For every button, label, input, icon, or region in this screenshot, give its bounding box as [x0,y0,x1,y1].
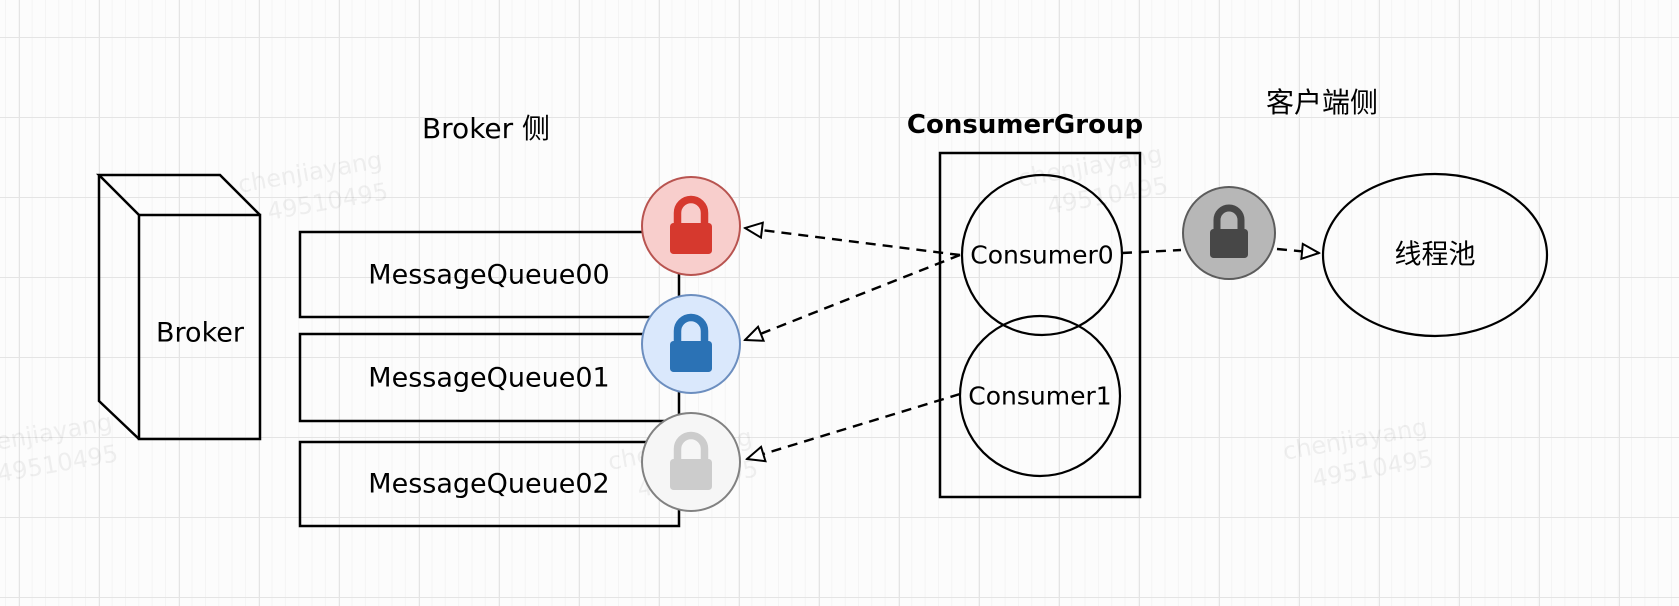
consumer1-circle [958,314,1122,478]
consumer1-label: Consumer1 [968,381,1112,411]
consumer-group-box [938,151,1142,499]
consumer0-circle [960,173,1124,337]
client-lock-body [1210,229,1248,258]
gray-lock-body [670,459,712,490]
thread-pool-ellipse [1321,172,1549,338]
connector-client-lock-to-thread-pool [1276,249,1319,253]
broker-node [95,173,262,441]
gray-lock-shackle [673,431,709,460]
gray-lock-icon [641,412,741,512]
broker-box-front [137,213,262,441]
thread-pool-label: 线程池 [1394,239,1476,271]
client-lock-icon [1182,186,1276,280]
consumer-group-label: ConsumerGroup [906,110,1144,140]
consumer0-label: Consumer0 [970,240,1114,270]
connector-consumer0-to-blue-lock [745,253,961,340]
connector-consumer0-to-red-lock [745,228,961,257]
client-side-label: 客户端侧 [1265,86,1379,119]
queue-label-2: MessageQueue02 [368,468,610,500]
blue-lock-icon [641,294,741,394]
blue-lock-body [670,341,712,372]
broker-side-label: Broker 侧 [421,112,551,145]
blue-lock-shackle [673,313,709,342]
queue-label-0: MessageQueue00 [368,259,610,291]
broker-label: Broker [156,317,244,349]
broker-box-3d-edges [95,173,261,440]
red-lock-body [670,223,712,254]
queue-label-1: MessageQueue01 [368,362,610,394]
client-lock-shackle [1213,204,1245,231]
red-lock-icon [641,176,741,276]
red-lock-shackle [673,195,709,224]
connector-consumer1-to-gray-lock [747,392,961,459]
connector-consumer0-to-client-lock [1121,248,1182,255]
